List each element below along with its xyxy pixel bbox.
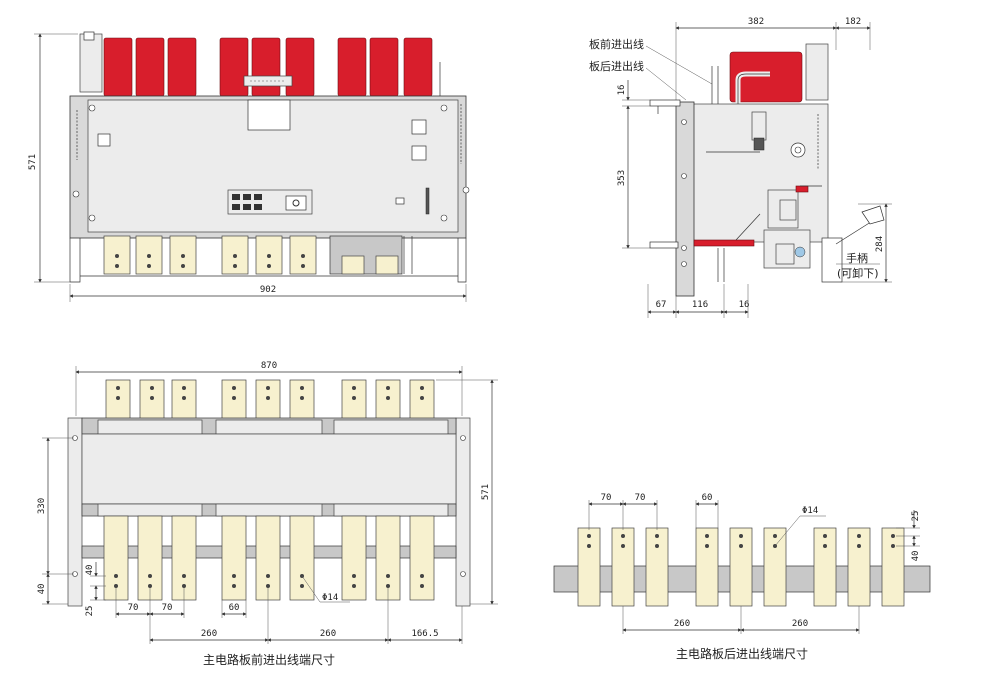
front-dim-height: 571 — [28, 154, 38, 170]
left-side-plate — [67, 417, 83, 607]
rear-dim-70-b: 70 — [635, 493, 646, 503]
front-terminal-view: 870 571 330 40 40 25 70 70 60 — [37, 361, 498, 667]
front-term-caption: 主电路板前进出线端尺寸 — [203, 652, 335, 667]
label-front-wiring: 板前进出线 — [589, 37, 644, 51]
side-dim-16-bottom: 16 — [739, 300, 750, 310]
front-term-dim-260-b: 260 — [320, 629, 336, 639]
rear-terminals — [577, 527, 905, 607]
handle-label: 手柄 — [846, 251, 868, 265]
side-dim-382: 382 — [748, 17, 764, 27]
front-term-dim-260-a: 260 — [201, 629, 217, 639]
front-term-dim-571: 571 — [481, 484, 491, 500]
top-terminals — [105, 379, 435, 421]
side-dim-116: 116 — [692, 300, 708, 310]
side-front-panel — [675, 101, 695, 297]
side-dim-353: 353 — [617, 170, 627, 186]
bottom-terminals — [103, 515, 435, 601]
rear-dim-60: 60 — [702, 493, 713, 503]
side-arc-chute — [729, 51, 803, 103]
side-dim-182: 182 — [845, 17, 861, 27]
front-term-dim-60: 60 — [229, 603, 240, 613]
front-term-dim-70-b: 70 — [162, 603, 173, 613]
rear-dim-70-a: 70 — [601, 493, 612, 503]
front-term-dim-870: 870 — [261, 361, 277, 371]
side-motor — [805, 43, 829, 101]
right-side-plate — [455, 417, 471, 607]
rear-hole-label: Φ14 — [802, 506, 818, 516]
front-term-dim-166: 166.5 — [411, 629, 438, 639]
rear-dim-40: 40 — [911, 551, 921, 562]
handle-sub-label: (可卸下) — [837, 266, 879, 280]
arc-chambers — [103, 37, 433, 97]
side-view: 382 182 板前进出线 板后进出线 — [589, 17, 892, 318]
rear-term-caption: 主电路板后进出线端尺寸 — [676, 646, 808, 661]
display-window — [247, 99, 291, 131]
front-term-dim-70-a: 70 — [128, 603, 139, 613]
rear-terminal-view: 70 70 60 Φ14 25 40 260 260 主电路板后进出线端尺寸 — [553, 493, 931, 661]
side-dim-284: 284 — [875, 236, 885, 252]
front-dim-width: 902 — [260, 285, 276, 295]
front-view: 571 902 — [28, 31, 470, 302]
rear-dim-25: 25 — [911, 511, 921, 522]
front-bottom-terminals — [103, 235, 317, 275]
rear-dim-260-b: 260 — [792, 619, 808, 629]
front-term-hole-label: Φ14 — [322, 593, 338, 603]
front-term-dim-40: 40 — [85, 565, 95, 576]
front-term-dim-25: 25 — [85, 606, 95, 617]
label-rear-wiring: 板后进出线 — [589, 59, 644, 73]
side-dim-16-top: 16 — [617, 85, 627, 96]
motor-housing — [79, 33, 103, 93]
rear-dim-260-a: 260 — [674, 619, 690, 629]
side-dim-67: 67 — [656, 300, 667, 310]
front-term-dim-330: 330 — [37, 498, 47, 514]
front-term-dim-40-left: 40 — [37, 584, 47, 595]
